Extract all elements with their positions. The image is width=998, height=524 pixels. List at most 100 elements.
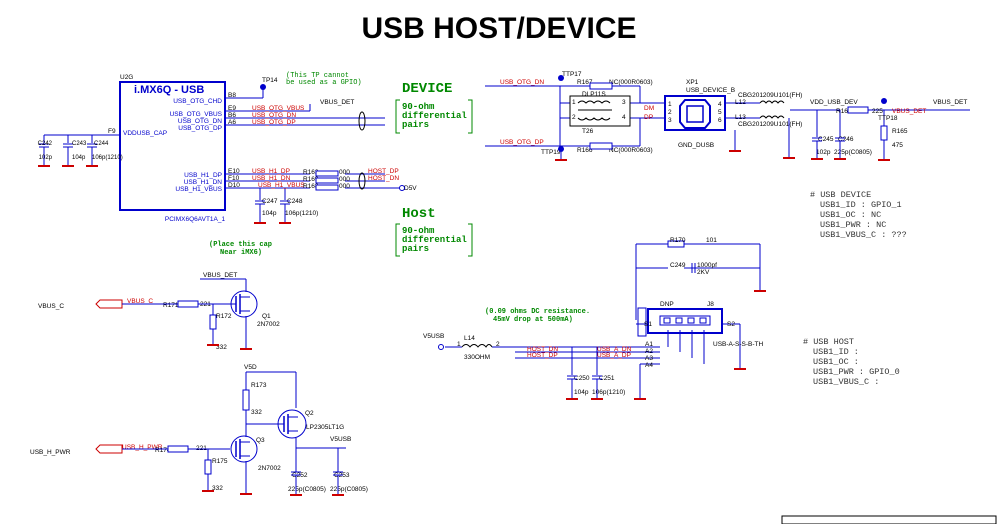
pin-vbus-name: USB_OTG_VBUS (170, 111, 223, 118)
r172-val: 332 (216, 344, 227, 351)
svg-text:90-ohm differential: 90-ohm differential pairs (402, 102, 472, 130)
c250-c251 (567, 375, 602, 398)
dc-resistance-note: (0.09 ohms DC resistance. 45mV drop at 5… (485, 308, 594, 324)
pin-4a: 4 (622, 114, 626, 121)
r170-ref: R170 (670, 237, 686, 244)
r168-ref: R168 (303, 183, 319, 190)
page-title: USB HOST/DEVICE (361, 12, 636, 45)
c252-val: 225p(C0805) (288, 486, 326, 493)
v5usb-port (438, 344, 444, 350)
r173-ref: R173 (251, 382, 267, 389)
c245-ref: C245 (818, 136, 834, 143)
gnd-dusb: GND_DUSB (678, 142, 714, 149)
r169-ref: R169 (303, 176, 319, 183)
imx6-usb-block: U2G i.MX6Q - USB PCIMX6Q6AVT1A_1 USB_OTG… (108, 74, 240, 223)
r164-ref: R164 (836, 108, 852, 115)
net-v5usb-1: V5USB (423, 333, 444, 340)
c251-val: 106p(1210) (592, 389, 625, 396)
net-host-dp-2: HOST_DP (527, 352, 558, 359)
c245-c246 (812, 137, 845, 158)
tp14-label: TP14 (262, 77, 278, 84)
pin-vbus-num: E9 (228, 105, 236, 112)
net-v5d: V5D (244, 364, 257, 371)
xp1-ref: XP1 (686, 79, 699, 86)
net-d5v: D5V (404, 185, 417, 192)
r167-val: NC(000R0603) (609, 79, 653, 86)
q1-mosfet (230, 290, 258, 318)
net-usb-a-dp: USB_A_DP (597, 352, 631, 359)
q2-q3-wires (122, 371, 346, 494)
vbus-c-port[interactable] (95, 299, 123, 309)
c244-ref: C244 (94, 141, 109, 147)
net-vbus-det-2: VBUS_DET (892, 108, 926, 115)
r172 (209, 314, 217, 330)
gnd-q3 (202, 490, 344, 496)
r173 (242, 389, 250, 411)
net-h1-dp: USB_H1_DP (252, 168, 290, 175)
config-host: # USB HOST USB1_ID : USB1_OC : USB1_PWR … (803, 337, 905, 387)
device-diff-line2: differential (402, 111, 467, 121)
c244-val: 106p(1210) (92, 155, 123, 161)
c247-ref: C247 (262, 198, 278, 205)
c249-val-2: 2KV (697, 269, 710, 276)
pin-cap-num: F9 (108, 128, 116, 135)
ic-ref: U2G (120, 74, 133, 81)
l14-pin2: 2 (496, 341, 500, 348)
pin-dp-num: A6 (228, 119, 236, 126)
j8-a4: A4 (645, 362, 653, 369)
ic-name: i.MX6Q - USB (134, 84, 204, 96)
cfg-dev-2: USB1_ID : GPIO_1 (820, 200, 902, 210)
tp18-label: TTP18 (878, 115, 898, 122)
r165-val: 475 (892, 142, 903, 149)
net-vbus-det-4: VBUS_DET (203, 272, 237, 279)
host-conn-wires (445, 243, 761, 398)
pin-dp-name: USB_OTG_DP (178, 125, 222, 132)
gnd-device (555, 150, 890, 161)
c250-ref: C250 (574, 375, 590, 382)
device-diff-note: 90-ohm differential pairs (395, 99, 473, 134)
r167-ref: R167 (577, 79, 593, 86)
usb-h-pwr-sheet-label: USB_H_PWR (30, 449, 71, 456)
net-v5usb-2: V5USB (330, 436, 351, 443)
place-cap-line2: Near iMX6) (220, 249, 262, 257)
d5v-port (399, 185, 405, 191)
q2-mosfet (277, 409, 307, 439)
l14-pin1: 1 (457, 341, 461, 348)
pin-chd-name: USB_OTG_CHD (173, 98, 222, 105)
tp-note: (This TP cannot be used as a GPIO) (286, 72, 362, 87)
cfg-host-4: USB1_PWR : GPIO_0 (813, 367, 900, 377)
c247-val: 104p (262, 210, 277, 217)
pin-h1vbus-num: D10 (228, 182, 240, 189)
r175-val: 332 (212, 485, 223, 492)
r165-ref: R165 (892, 128, 908, 135)
host-diff-note: 90-ohm differential pairs (395, 223, 473, 257)
j8-s1: S1 (644, 321, 652, 328)
c246-ref: C246 (838, 136, 854, 143)
pin-1a: 1 (572, 99, 576, 106)
r174-ref: R174 (155, 447, 171, 454)
c242-ref: C242 (38, 141, 53, 147)
dlp-label: DLP11S (582, 91, 606, 98)
net-host-dn: HOST_DN (368, 175, 399, 182)
device-label: DEVICE (402, 81, 452, 97)
device-diff-line1: 90-ohm (402, 102, 435, 112)
tp19-label: TTP19 (541, 149, 561, 156)
xp1-pin4: 4 (718, 101, 722, 108)
device-resistors (589, 82, 888, 150)
cfg-dev-1: # USB DEVICE (810, 190, 871, 200)
tp-note-line1: (This TP cannot (286, 72, 349, 80)
net-dp: DP (644, 114, 653, 121)
usb-h-pwr-port[interactable] (95, 444, 123, 454)
xp1-pin2: 2 (668, 109, 672, 116)
cfg-host-5: USB1_VBUS_C : (813, 377, 879, 387)
pin-dn-num: B6 (228, 112, 236, 119)
pin-h1dn-num: F10 (228, 175, 240, 182)
net-otg-dp: USB_OTG_DP (252, 119, 296, 126)
host-diff-line2: differential (402, 235, 467, 245)
l13-ref: L13 (735, 114, 746, 121)
place-cap-note: (Place this cap Near iMX6) (209, 241, 276, 257)
c249-val-1: 1000pf (697, 262, 717, 269)
r172-ref: R172 (216, 313, 232, 320)
config-device: # USB DEVICE USB1_ID : GPIO_1 USB1_OC : … (810, 190, 907, 240)
pin-h1vbus-name: USB_H1_VBUS (175, 186, 222, 193)
